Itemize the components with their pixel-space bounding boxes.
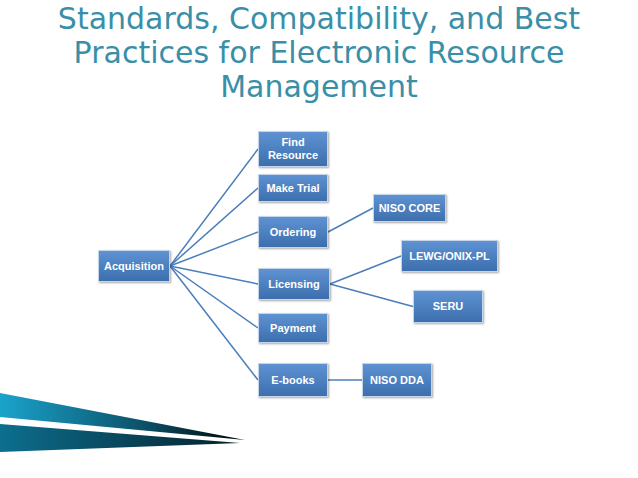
process-box: Ordering	[258, 216, 328, 248]
box-label: Acquisition	[104, 260, 164, 273]
process-box: NISO CORE	[373, 194, 446, 222]
box-label: SERU	[433, 300, 464, 313]
box-label: NISO DDA	[370, 374, 424, 387]
process-box: Find Resource	[258, 131, 328, 167]
connector-line	[170, 266, 258, 328]
process-box: NISO DDA	[362, 363, 432, 397]
process-box: E-books	[258, 363, 328, 397]
connector-line	[330, 256, 401, 284]
process-box: Make Trial	[258, 174, 328, 202]
swoosh-band	[0, 424, 240, 452]
box-label: Licensing	[268, 278, 319, 291]
connector-line	[170, 188, 258, 266]
box-label: E-books	[271, 374, 314, 387]
connector-line	[330, 284, 413, 307]
process-box: Acquisition	[98, 250, 170, 282]
box-label: Make Trial	[266, 182, 319, 195]
process-box: Licensing	[258, 268, 330, 300]
connector-line	[170, 232, 258, 266]
box-label: Ordering	[270, 226, 316, 239]
box-label: NISO CORE	[379, 202, 441, 215]
connector-line	[170, 266, 258, 380]
box-label: LEWG/ONIX-PL	[409, 250, 490, 263]
connector-line	[328, 208, 373, 232]
connector-line	[328, 379, 362, 381]
process-box: Payment	[258, 313, 328, 343]
slide-title: Standards, Compatibility, and Best Pract…	[39, 2, 599, 104]
process-box: LEWG/ONIX-PL	[401, 240, 498, 272]
box-label: Payment	[270, 322, 316, 335]
connector-line	[170, 149, 258, 266]
box-label: Find Resource	[263, 136, 323, 162]
process-box: SERU	[413, 290, 483, 323]
